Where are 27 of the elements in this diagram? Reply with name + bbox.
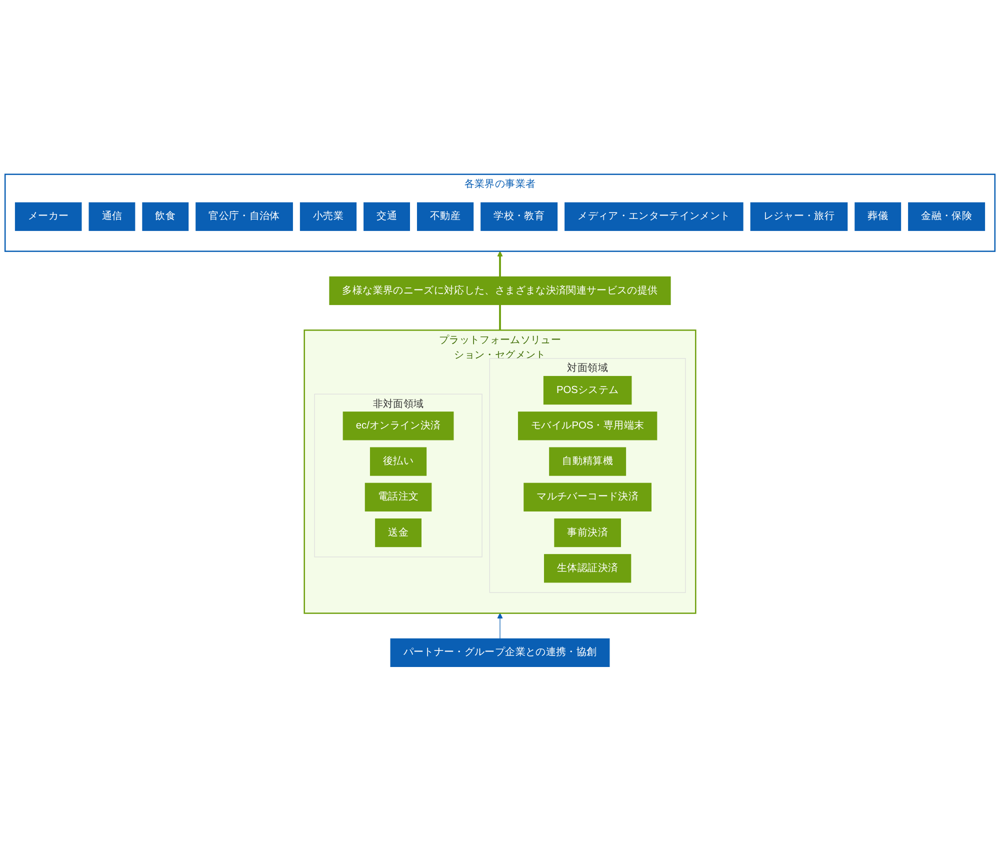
node-box: 小売業 xyxy=(300,202,357,231)
node-box: 事前決済 xyxy=(554,518,621,548)
node-box: ec/オンライン決済 xyxy=(342,412,454,440)
node-box: 多様な業界のニーズに対応した、さまざまな決済関連サービスの提供 xyxy=(329,276,671,306)
node-box: 通信 xyxy=(88,202,136,231)
node-box: モバイルPOS・専用端末 xyxy=(518,412,658,440)
node-box: パートナー・グループ企業との連携・協創 xyxy=(390,638,610,667)
node-box: 金融・保険 xyxy=(908,202,986,231)
connector xyxy=(499,304,501,330)
node-box: メディア・エンターテインメント xyxy=(564,202,744,231)
node-box: 不動産 xyxy=(416,202,474,231)
node-box: 電話注文 xyxy=(364,482,432,512)
node-box: 自動精算機 xyxy=(549,447,626,476)
node-box: 葬儀 xyxy=(854,202,902,231)
node-box: 官公庁・自治体 xyxy=(196,202,293,231)
node-box: レジャー・旅行 xyxy=(750,202,848,231)
node-box: マルチバーコード決済 xyxy=(524,482,652,512)
node-box: 飲食 xyxy=(142,202,189,231)
arrow xyxy=(497,251,503,277)
node-box: POSシステム xyxy=(543,376,632,405)
node-box: 送金 xyxy=(375,518,422,548)
node-box: 学校・教育 xyxy=(480,202,558,231)
node-box: メーカー xyxy=(14,202,82,231)
node-box: 交通 xyxy=(364,202,410,231)
arrow xyxy=(497,613,503,640)
node-box: 生体認証決済 xyxy=(544,554,632,583)
node-box: 後払い xyxy=(370,447,427,476)
